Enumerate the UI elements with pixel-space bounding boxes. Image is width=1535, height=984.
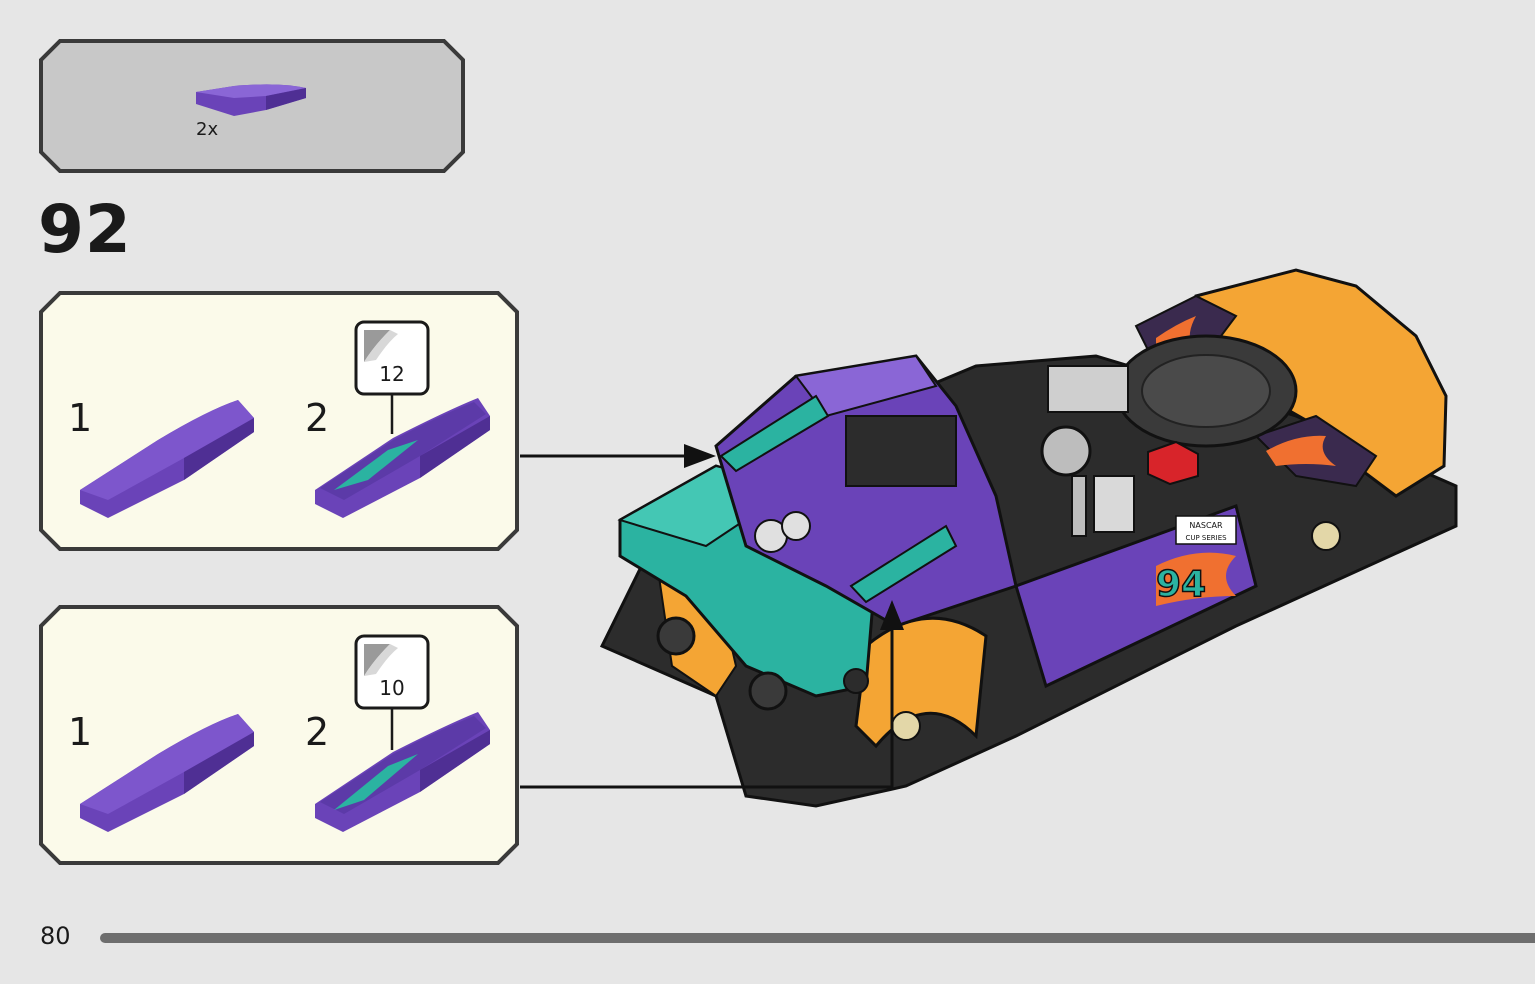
- step-number: 92: [38, 191, 132, 268]
- sticker-number-2: 10: [379, 676, 405, 700]
- sticker-number-1: 12: [379, 362, 405, 386]
- sticker-sheet-icon: [354, 634, 430, 710]
- red-brick: [1147, 440, 1199, 486]
- nascar-decal: NASCAR: [1189, 521, 1223, 530]
- page-number: 80: [40, 922, 71, 950]
- part-quantity: 2x: [196, 119, 219, 140]
- substep-label-1b: 2: [305, 396, 330, 440]
- substep-label-1a: 1: [68, 396, 93, 440]
- parts-callout-panel: [39, 39, 465, 173]
- curved-slope-piece-icon: [80, 714, 254, 832]
- applied-sticker-lower: [849, 524, 958, 604]
- car-number-decal: 94: [1156, 564, 1206, 605]
- stickered-slope-piece-icon: [315, 712, 490, 832]
- purple-side-panel: [1014, 504, 1258, 689]
- substep-panel-1: [39, 291, 519, 551]
- progress-bar: [100, 933, 1535, 943]
- curved-slope-piece-icon: [196, 84, 306, 116]
- substep-label-2b: 2: [305, 710, 330, 754]
- cup-series-decal: CUP SERIES: [1185, 534, 1227, 542]
- race-car-model-illustration: 94 NASCAR CUP SERIES: [599, 268, 1458, 808]
- stickered-slope-piece-icon: [315, 398, 490, 518]
- curved-slope-piece-icon: [80, 400, 254, 518]
- substep-panel-2: [39, 605, 519, 865]
- applied-sticker-upper: [719, 394, 830, 473]
- substep-label-2a: 1: [68, 710, 93, 754]
